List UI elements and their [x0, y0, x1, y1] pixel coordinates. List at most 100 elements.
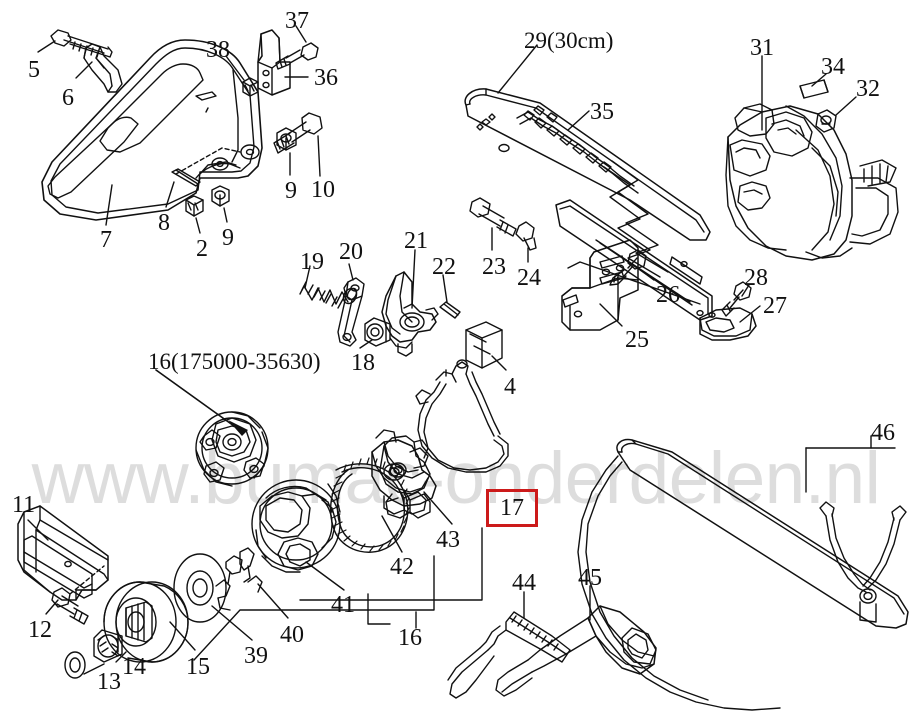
callout-37: 37 — [285, 8, 309, 34]
part-42-clutch-spring — [329, 457, 410, 553]
part-45-combination-wrench — [495, 605, 657, 697]
part-22-pin — [439, 301, 461, 319]
part-20-link-arm — [337, 277, 365, 347]
part-31-motor-housing — [725, 103, 899, 261]
leader-20 — [348, 263, 354, 281]
leader-38 — [225, 55, 245, 81]
part-32-nut — [815, 109, 837, 133]
leader-39 — [211, 605, 253, 641]
part-35-saw-chain — [516, 105, 639, 194]
part-44-screwdriver — [447, 611, 571, 699]
part-28-screw — [721, 281, 752, 317]
leader-9a — [223, 207, 228, 223]
callout-19: 19 — [300, 249, 324, 275]
leader-8 — [165, 181, 175, 208]
callout-6: 6 — [62, 85, 74, 111]
leader-18 — [359, 339, 373, 349]
callout-11: 11 — [12, 492, 36, 518]
callout-36: 36 — [314, 65, 338, 91]
part-21-brake-lever — [381, 271, 439, 357]
callout-22: 22 — [432, 254, 456, 280]
callout-9b: 9 — [285, 178, 297, 204]
highlight-box-part-17[interactable]: 17 — [486, 489, 538, 527]
leader-14 — [115, 651, 127, 663]
callout-40: 40 — [280, 622, 304, 648]
bracket-16-group — [193, 555, 435, 661]
leader-4 — [491, 355, 507, 371]
callout-9a: 9 — [222, 225, 234, 251]
callout-46: 46 — [871, 420, 895, 446]
part-9a-washer — [211, 185, 230, 207]
callout-20: 20 — [339, 239, 363, 265]
part-25-guide-bracket — [561, 239, 639, 331]
leader-42 — [381, 515, 403, 553]
part-12-screw — [51, 587, 89, 625]
callout-13: 13 — [97, 669, 121, 695]
part-4-switch-block — [465, 321, 503, 369]
part-24-screw — [515, 221, 537, 251]
callout-18: 18 — [351, 350, 375, 376]
part-16-clutch-assembly — [195, 411, 269, 487]
callout-25: 25 — [625, 327, 649, 353]
leader-29 — [497, 44, 538, 94]
leader-22 — [442, 274, 448, 303]
part-15-clutch-drum-sprocket — [103, 581, 189, 663]
callout-44: 44 — [512, 570, 536, 596]
leader-19 — [304, 265, 311, 289]
callout-17: 17 — [500, 495, 524, 521]
part-19-spring — [299, 281, 358, 309]
callout-42: 42 — [390, 554, 414, 580]
part-43-clutch-shoe — [379, 435, 431, 515]
leader-12-ghost — [69, 565, 105, 595]
leader-15 — [169, 621, 196, 651]
callout-43: 43 — [436, 527, 460, 553]
leader-13 — [83, 663, 105, 675]
callout-26: 26 — [656, 282, 680, 308]
part-37-screw — [275, 42, 319, 70]
callout-2: 2 — [196, 236, 208, 262]
part-40-clutch-shoe-set — [215, 547, 263, 611]
leader-35 — [567, 110, 590, 131]
leader-34 — [811, 73, 827, 87]
callout-16-group: 16 — [398, 625, 422, 651]
leader-11 — [27, 519, 49, 541]
part-27-trigger-lever — [699, 307, 757, 341]
callout-16-part-number: 16(175000-35630) — [148, 349, 321, 374]
callout-38: 38 — [206, 37, 230, 63]
callout-39: 39 — [244, 643, 268, 669]
callout-15: 15 — [186, 654, 210, 680]
callout-27: 27 — [763, 293, 787, 319]
part-46-bar-scabbard — [577, 438, 909, 711]
callout-12: 12 — [28, 617, 52, 643]
leader-8-ghost — [175, 147, 241, 175]
part-23-screw — [469, 197, 517, 237]
callout-8: 8 — [158, 210, 170, 236]
leader-12 — [45, 599, 59, 615]
bracket-43-to-16 — [299, 527, 483, 601]
part-13-washer — [64, 651, 86, 679]
part-6-clamp-bracket — [83, 43, 123, 93]
callout-34: 34 — [821, 54, 845, 80]
part-11-bar-cover-plate — [17, 505, 109, 601]
callout-31: 31 — [750, 35, 774, 61]
callout-21: 21 — [404, 228, 428, 254]
leader-16a-arrow — [228, 420, 248, 436]
callout-10: 10 — [311, 177, 335, 203]
callout-5: 5 — [28, 57, 40, 83]
leader-10 — [317, 135, 321, 177]
callout-28: 28 — [744, 265, 768, 291]
leader-5 — [37, 40, 56, 53]
leader-27 — [739, 305, 761, 323]
callout-45: 45 — [578, 565, 602, 591]
leader-28 — [741, 284, 750, 297]
callout-24: 24 — [517, 265, 541, 291]
leader-6 — [75, 61, 93, 79]
leader-2 — [195, 217, 201, 234]
part-18-bushing — [364, 317, 391, 347]
leader-21 — [411, 249, 416, 309]
part-2-nut — [185, 195, 204, 217]
bracket-41-to-16 — [367, 593, 391, 625]
leader-40 — [257, 583, 289, 619]
